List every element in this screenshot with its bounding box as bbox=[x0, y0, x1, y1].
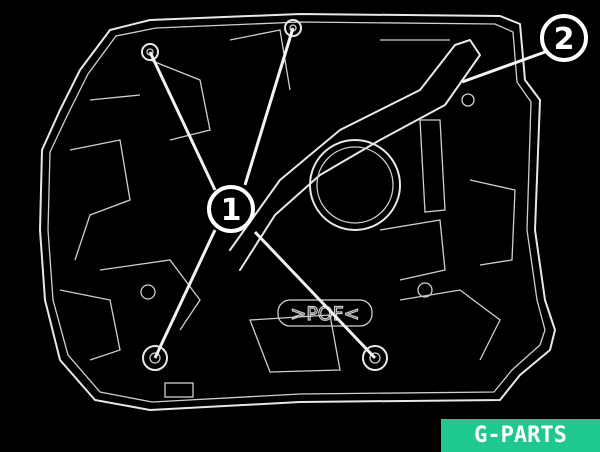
tank-inner-outline bbox=[47, 21, 546, 403]
screw bbox=[417, 282, 433, 298]
filler-opening-inner bbox=[316, 146, 394, 224]
filler-tube bbox=[229, 39, 481, 271]
screw bbox=[461, 93, 475, 107]
mount-bolt bbox=[362, 345, 388, 371]
interior-details bbox=[59, 29, 516, 373]
filler-opening bbox=[309, 139, 401, 231]
screw bbox=[140, 284, 156, 300]
callout-1: 1 bbox=[207, 185, 255, 233]
callout-2-number: 2 bbox=[554, 22, 575, 57]
marking-plate bbox=[277, 299, 373, 327]
g-parts-watermark: G-PARTS bbox=[441, 419, 600, 452]
callout-2: 2 bbox=[540, 14, 588, 62]
callout-2-leader bbox=[461, 50, 546, 84]
callout-1-number: 1 bbox=[221, 193, 242, 228]
small-label bbox=[164, 382, 194, 398]
mount-bolt bbox=[142, 345, 168, 371]
part-marking: >POF< bbox=[290, 303, 359, 325]
callout-1-leaders bbox=[148, 27, 377, 360]
